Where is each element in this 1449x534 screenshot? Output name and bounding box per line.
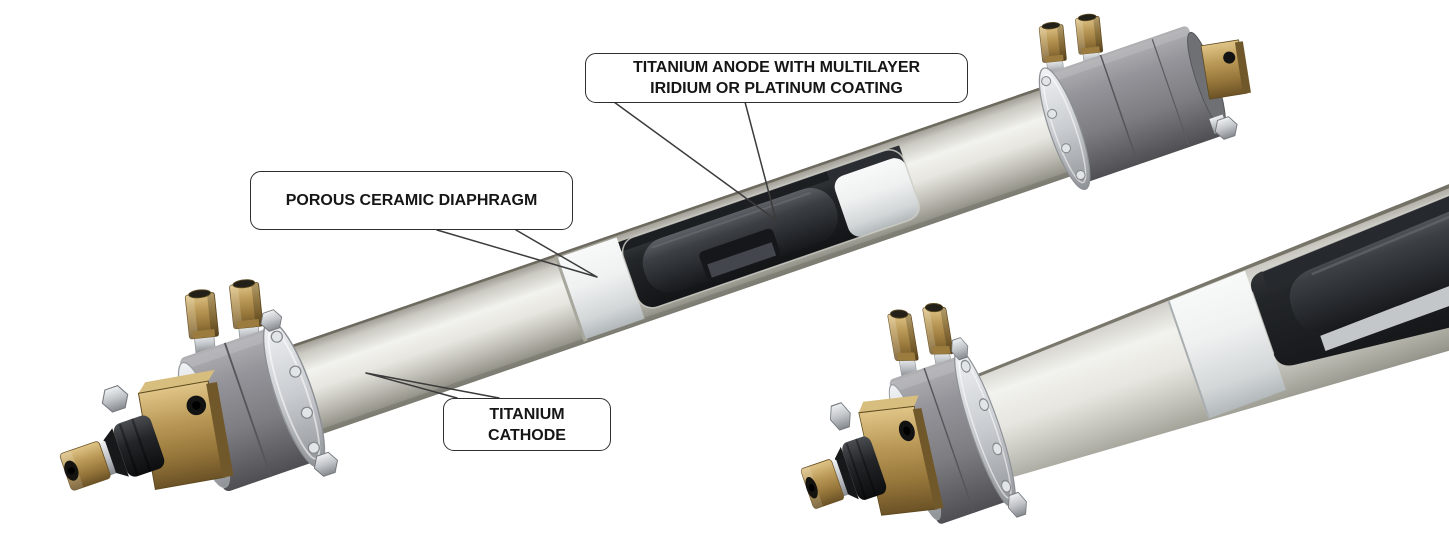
electrolytic-cell-main: [22, 0, 1280, 534]
leader-anode: [613, 101, 777, 221]
end-cap-left: [22, 262, 341, 534]
callout-diaphragm-label: POROUS CERAMIC DIAPHRAGM: [250, 171, 573, 230]
callout-line: CATHODE: [488, 426, 566, 444]
anode-rod: [1289, 159, 1449, 333]
ceramic-diaphragm-band: [557, 237, 645, 339]
leader-lines: [365, 101, 777, 399]
callout-cathode-label: TITANIUM CATHODE: [443, 398, 611, 451]
electrolytic-cell-closeup: [760, 136, 1449, 534]
callout-line: TITANIUM: [489, 405, 565, 423]
end-cap-closeup: [760, 287, 1030, 534]
callout-line: POROUS CERAMIC DIAPHRAGM: [285, 192, 538, 209]
callout-anode-label: TITANIUM ANODE WITH MULTILAYER IRIDIUM O…: [585, 53, 968, 103]
callout-line: TITANIUM ANODE WITH MULTILAYER: [632, 59, 921, 76]
callout-line: IRIDIUM OR PLATINUM COATING: [650, 80, 903, 97]
leader-diaphragm: [436, 229, 598, 278]
leader-cathode: [365, 372, 500, 399]
ceramic-diaphragm-band: [1168, 270, 1287, 419]
